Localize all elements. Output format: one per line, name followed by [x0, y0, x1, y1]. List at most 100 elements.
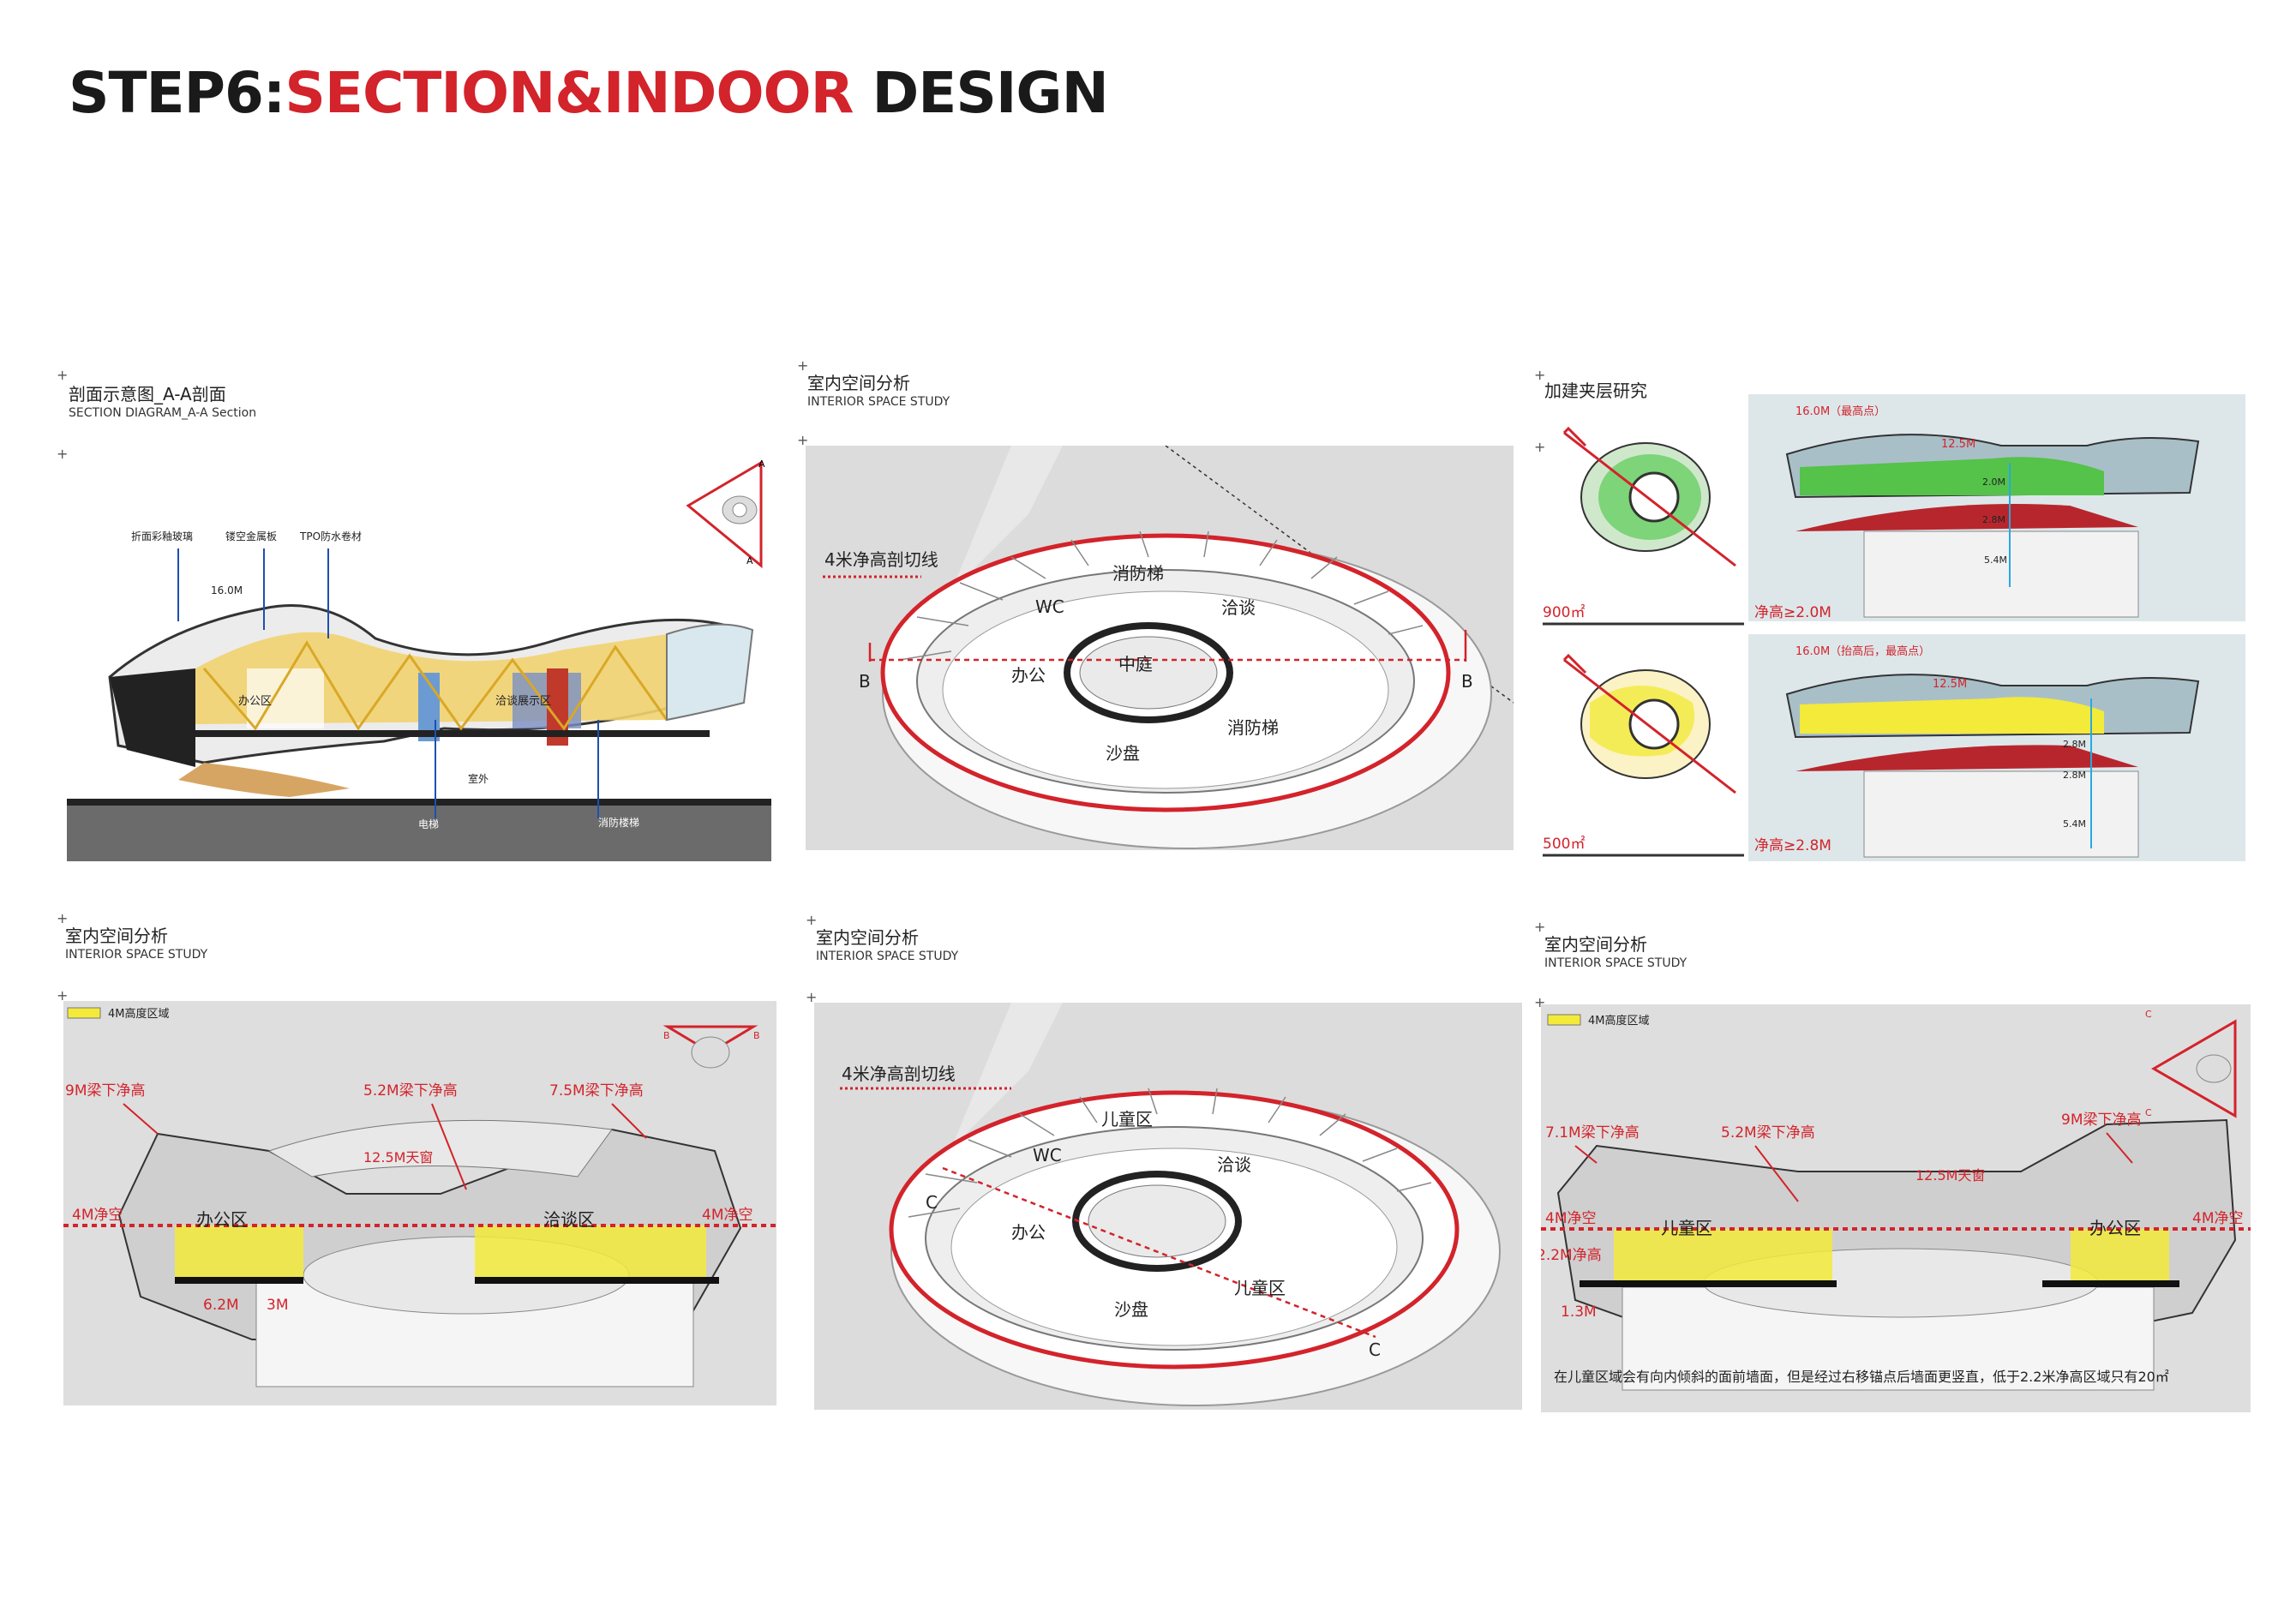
label-lounge: 洽谈展示区: [495, 695, 551, 708]
crosshair-icon: +: [1534, 367, 1546, 383]
svg-text:9M梁下净高: 9M梁下净高: [2061, 1112, 2141, 1129]
svg-text:4M净空: 4M净空: [72, 1207, 123, 1224]
svg-text:16.0M（最高点）: 16.0M（最高点）: [1795, 405, 1885, 418]
label-stair1: 消防梯: [1112, 563, 1164, 584]
panel1-title-en: SECTION DIAGRAM_A-A Section: [69, 406, 257, 420]
label-c2: C: [1369, 1339, 1381, 1360]
cutline-label: 4米净高剖切线: [842, 1064, 956, 1084]
svg-text:4M净空: 4M净空: [2192, 1210, 2243, 1227]
label-office: 办公: [1011, 665, 1046, 686]
svg-text:3M: 3M: [267, 1297, 288, 1314]
ground-slab: [67, 806, 771, 861]
svg-text:B: B: [663, 1030, 670, 1041]
title-rest: DESIGN: [872, 60, 1108, 126]
crosshair-icon: +: [1534, 439, 1546, 455]
plan-900: 900㎡: [1543, 426, 1744, 626]
svg-text:5.4M: 5.4M: [1984, 554, 2007, 566]
svg-text:B: B: [753, 1030, 760, 1041]
svg-text:12.5M天窗: 12.5M天窗: [363, 1149, 433, 1166]
panel5-title-en: INTERIOR SPACE STUDY: [816, 950, 959, 963]
section-a-diagram: 折面彩釉玻璃 镂空金属板 TPO防水卷材 16.0M 办公区 洽谈展示区 室外 …: [67, 458, 771, 861]
area-500: 500㎡: [1543, 836, 1585, 853]
svg-text:办公区: 办公区: [196, 1209, 248, 1230]
svg-text:5.2M梁下净高: 5.2M梁下净高: [363, 1082, 458, 1100]
label-office: 办公区: [238, 695, 272, 708]
svg-text:5.2M梁下净高: 5.2M梁下净高: [1721, 1124, 1815, 1142]
svg-text:A: A: [746, 555, 753, 566]
panel6-note: 在儿童区域会有向内倾斜的面前墙面，但是经过右移锚点后墙面更竖直，低于2.2米净高…: [1554, 1369, 2169, 1385]
svg-text:12.5M: 12.5M: [1941, 438, 1975, 451]
clear-2m: 净高≥2.0M: [1754, 604, 1831, 621]
svg-text:洽谈区: 洽谈区: [543, 1209, 595, 1230]
label-wc: WC: [1035, 596, 1064, 617]
label-stair2: 消防梯: [1227, 717, 1279, 738]
panel3-title-cn: 加建夹层研究: [1544, 381, 1647, 401]
label-height: 16.0M: [211, 584, 243, 596]
cutline-label: 4米净高剖切线: [824, 549, 938, 570]
clear-28m: 净高≥2.8M: [1754, 837, 1831, 854]
label-metal: 镂空金属板: [225, 530, 277, 542]
timber-soffit: [178, 763, 350, 797]
floor-slab: [195, 730, 710, 737]
panel6-title-en: INTERIOR SPACE STUDY: [1544, 956, 1688, 970]
section-c-diagram: 4M高度区域 7.1M梁下净高 5.2M梁下净高 9M梁下净高 12.5M天窗 …: [1541, 1004, 2251, 1412]
zone-kids: [1614, 1229, 1832, 1280]
label-stair: 消防楼梯: [598, 816, 639, 829]
crosshair-icon: +: [797, 357, 809, 374]
label-elevator: 电梯: [418, 818, 439, 830]
label-outdoor: 室外: [468, 772, 489, 785]
key-plan-icon: A A: [686, 458, 765, 569]
label-b2: B: [1461, 671, 1473, 692]
label-sand: 沙盘: [1106, 743, 1140, 764]
roof-truss: [202, 640, 668, 731]
mezzanine-study: 900㎡ 16.0M（最高点） 12.5M 2.0M 2.8M 5.4M 净高≥…: [1543, 394, 2245, 861]
svg-text:C: C: [2145, 1009, 2152, 1020]
crosshair-icon: +: [806, 989, 818, 1005]
panel4-title-en: INTERIOR SPACE STUDY: [65, 948, 208, 962]
panel5-title-cn: 室内空间分析: [816, 927, 919, 948]
svg-text:9M梁下净高: 9M梁下净高: [65, 1082, 145, 1100]
key-plan-icon: C C: [2145, 1009, 2237, 1118]
svg-text:7.1M梁下净高: 7.1M梁下净高: [1545, 1124, 1640, 1142]
svg-text:16.0M（抬高后，最高点）: 16.0M（抬高后，最高点）: [1795, 644, 1930, 658]
svg-text:12.5M天窗: 12.5M天窗: [1915, 1167, 1985, 1184]
structure-ribs: [899, 530, 1424, 661]
section-500: 16.0M（抬高后，最高点） 12.5M 2.8M 2.8M 5.4M 净高≥2…: [1754, 644, 2200, 858]
plan-500: 500㎡: [1543, 653, 1744, 857]
label-court: 中庭: [1118, 654, 1153, 674]
svg-text:2.2M净高: 2.2M净高: [1541, 1247, 1602, 1264]
interior-plan-b: 4米净高剖切线 消防梯 WC 洽谈 办公 中庭 消防梯 沙盘 B B: [806, 446, 1514, 850]
panel4-title-cn: 室内空间分析: [65, 926, 168, 946]
cut-line-c: [942, 1166, 1376, 1339]
zone-office: [175, 1225, 303, 1277]
label-kids2: 儿童区: [1234, 1278, 1286, 1298]
crosshair-icon: +: [1534, 919, 1546, 935]
svg-text:C: C: [2145, 1107, 2152, 1118]
zone-office: [2071, 1229, 2169, 1280]
svg-text:A: A: [758, 458, 765, 470]
label-c1: C: [926, 1192, 938, 1213]
title-step: STEP6:: [69, 60, 285, 126]
svg-text:7.5M梁下净高: 7.5M梁下净高: [549, 1082, 644, 1100]
svg-text:2.8M: 2.8M: [2063, 770, 2086, 781]
panel2-title-cn: 室内空间分析: [807, 373, 910, 393]
crosshair-icon: +: [57, 367, 69, 383]
zone-talk: [475, 1225, 706, 1277]
svg-text:2.8M: 2.8M: [1982, 514, 2005, 525]
svg-text:办公区: 办公区: [2089, 1218, 2141, 1238]
panel2-title-en: INTERIOR SPACE STUDY: [807, 395, 950, 409]
label-talk: 洽谈: [1217, 1154, 1251, 1175]
left-facade: [110, 668, 195, 767]
panel6-title-cn: 室内空间分析: [1544, 934, 1647, 955]
label-wc: WC: [1033, 1145, 1062, 1166]
crosshair-icon: +: [57, 910, 69, 926]
svg-text:2.0M: 2.0M: [1982, 476, 2005, 488]
legend-4m: 4M高度区域: [108, 1007, 170, 1021]
crosshair-icon: +: [57, 987, 69, 1004]
svg-text:4M净空: 4M净空: [1545, 1210, 1596, 1227]
svg-text:5.4M: 5.4M: [2063, 818, 2086, 830]
label-b1: B: [859, 671, 871, 692]
svg-text:1.3M: 1.3M: [1561, 1303, 1597, 1321]
svg-text:4M净空: 4M净空: [702, 1207, 752, 1224]
crosshair-icon: +: [797, 432, 809, 448]
